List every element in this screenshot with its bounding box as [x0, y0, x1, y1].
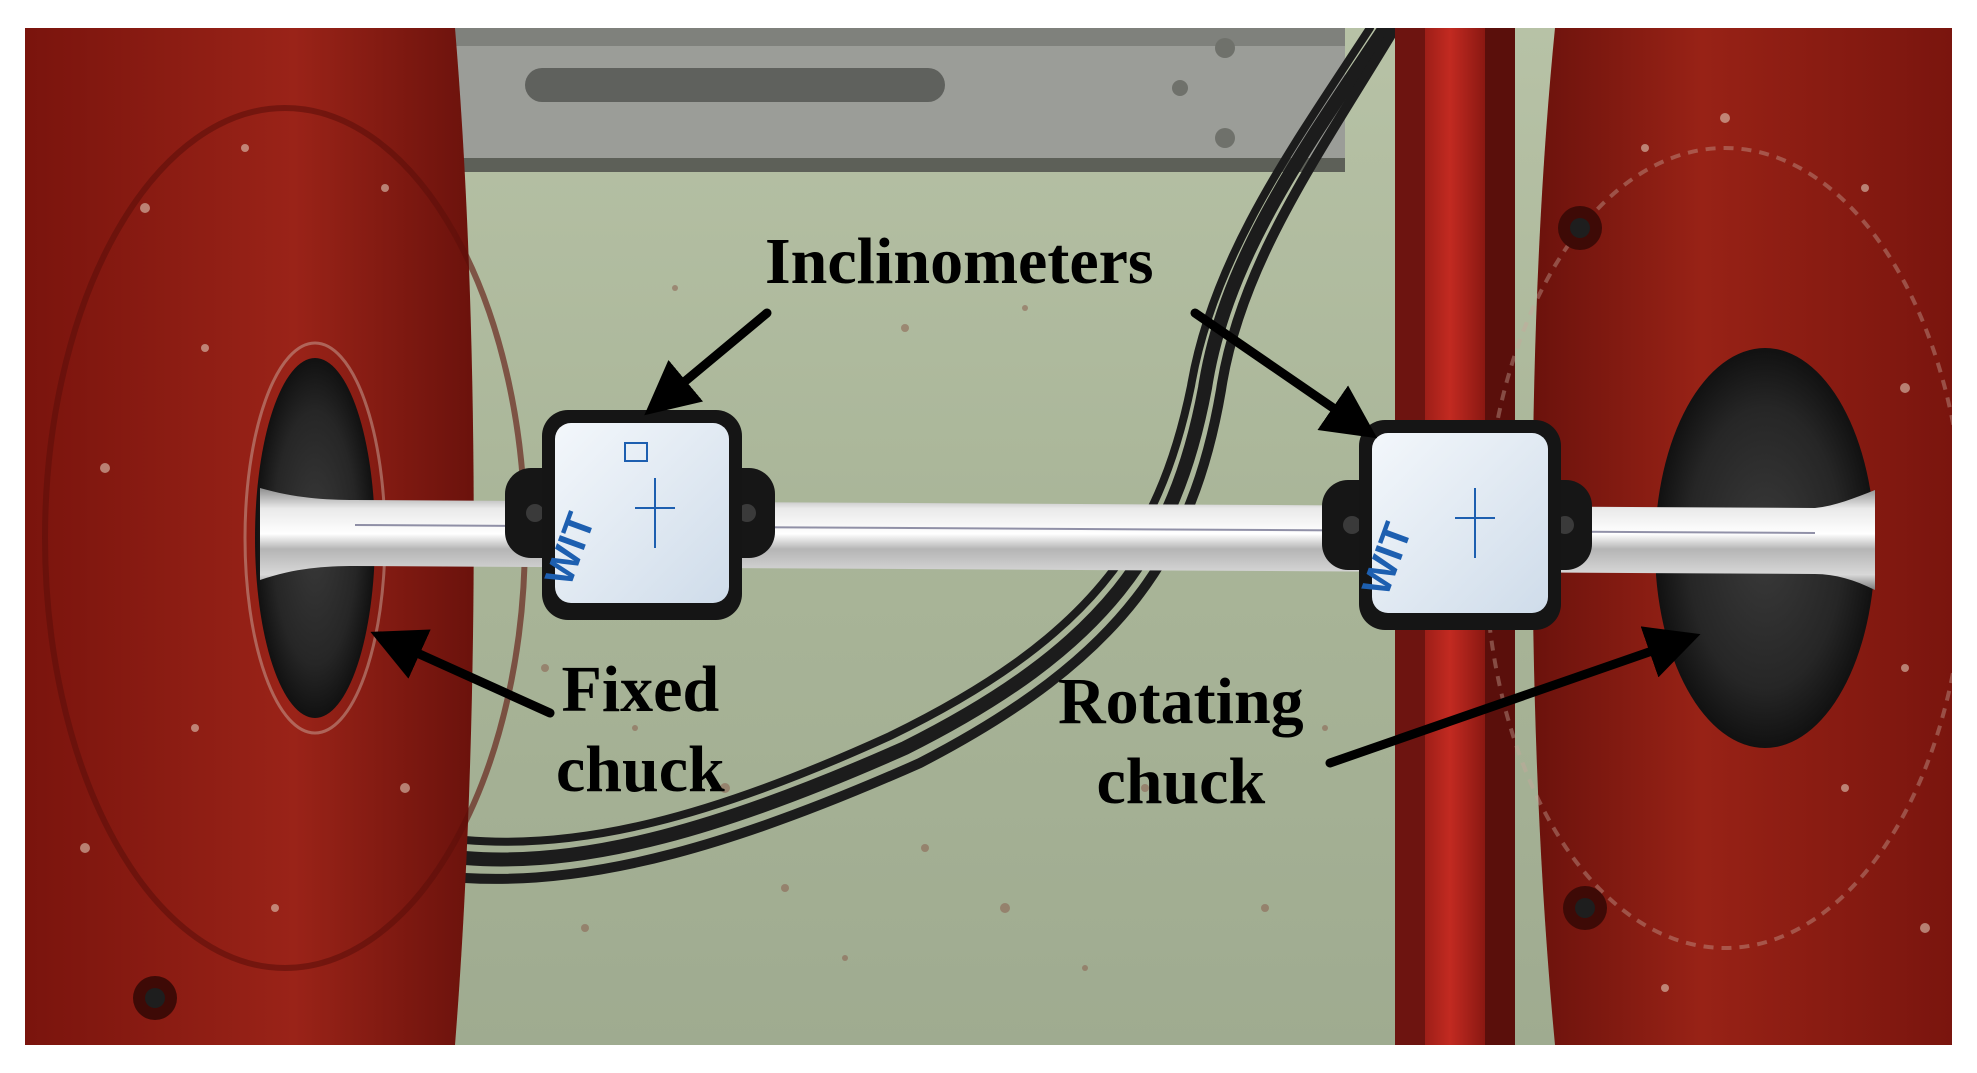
left-inclinometer: WIT — [505, 410, 775, 620]
top-steel-plate — [445, 28, 1345, 172]
arrow-fixed-chuck — [370, 629, 555, 718]
label-rotating-chuck-line-2: chuck — [1096, 745, 1266, 818]
label-fixed-chuck-line-2: chuck — [556, 733, 725, 806]
label-rotating-chuck: Rotating chuck — [1058, 662, 1304, 822]
arrow-inclinometer-left — [644, 308, 772, 416]
label-inclinometers: Inclinometers — [765, 222, 1154, 302]
annotation-arrows — [370, 308, 1701, 768]
label-fixed-chuck-line-1: Fixed — [561, 653, 720, 726]
right-inclinometer: WIT — [1322, 420, 1592, 630]
cables — [458, 28, 1400, 884]
photo: WIT WIT — [25, 28, 1952, 1045]
fixed-chuck — [25, 28, 528, 1045]
arrow-inclinometer-right — [1190, 308, 1378, 439]
arrow-rotating-chuck — [1325, 626, 1701, 768]
wall-speckles — [541, 285, 1328, 971]
label-fixed-chuck: Fixed chuck — [556, 650, 725, 810]
label-rotating-chuck-line-1: Rotating — [1058, 665, 1304, 738]
label-inclinometers-text: Inclinometers — [765, 225, 1154, 298]
